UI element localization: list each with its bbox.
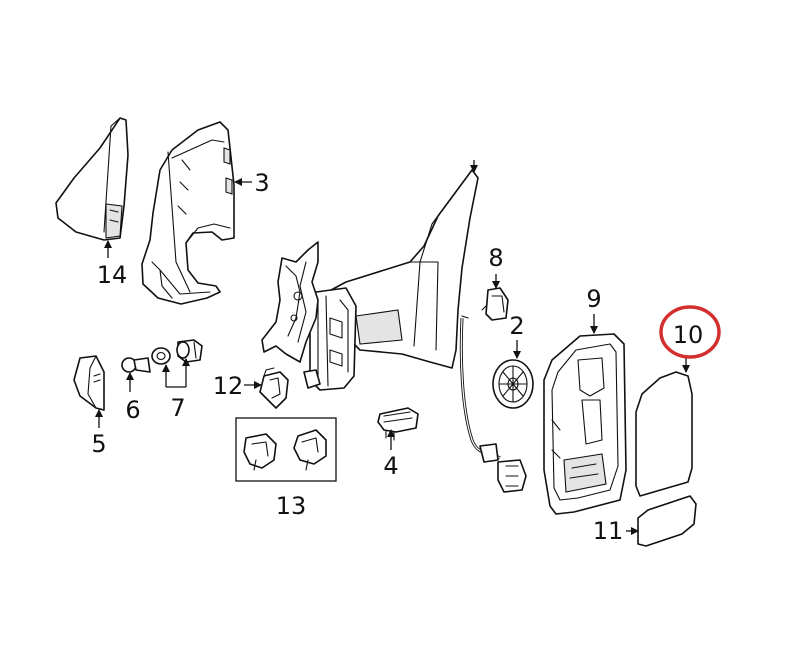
part-2-actuator-motor[interactable] (492, 359, 534, 409)
part-4-connector[interactable] (377, 407, 419, 441)
part-3-housing-cover[interactable] (141, 121, 235, 305)
part-6-bulb[interactable] (121, 357, 151, 373)
callout-2: 2 (509, 312, 524, 340)
callout-12: 12 (213, 372, 244, 400)
callout-14: 14 (97, 261, 128, 289)
callout-13: 13 (276, 492, 307, 520)
mirror-arm-base-assembly[interactable] (303, 169, 479, 391)
callout-8: 8 (488, 244, 503, 272)
part-12-clip[interactable] (259, 367, 289, 409)
callout-7: 7 (170, 394, 185, 422)
part-5-turn-signal-lamp[interactable] (73, 355, 105, 411)
part-10-mirror-glass[interactable] (635, 371, 693, 497)
callout-6: 6 (125, 396, 140, 424)
callout-5: 5 (91, 430, 106, 458)
mounting-bracket[interactable] (261, 241, 319, 363)
callout-9: 9 (586, 285, 601, 313)
part-7-socket-seal[interactable] (151, 339, 203, 365)
callout-labels: 2 3 4 5 6 7 8 9 10 11 12 13 14 (91, 169, 703, 545)
leader-lines (95, 160, 690, 535)
part-9-glass-frame[interactable] (543, 333, 627, 515)
part-11-wide-angle-glass[interactable] (637, 495, 697, 547)
wire-harness[interactable] (459, 315, 527, 493)
callout-10: 10 (673, 321, 704, 349)
callout-4: 4 (383, 452, 398, 480)
part-8-control-module[interactable] (481, 287, 509, 321)
highlight-ring (659, 305, 721, 359)
part-13-clip-set[interactable] (235, 417, 337, 482)
callout-3: 3 (254, 169, 269, 197)
part-14-lower-cover[interactable] (55, 117, 129, 241)
callout-11: 11 (593, 517, 624, 545)
